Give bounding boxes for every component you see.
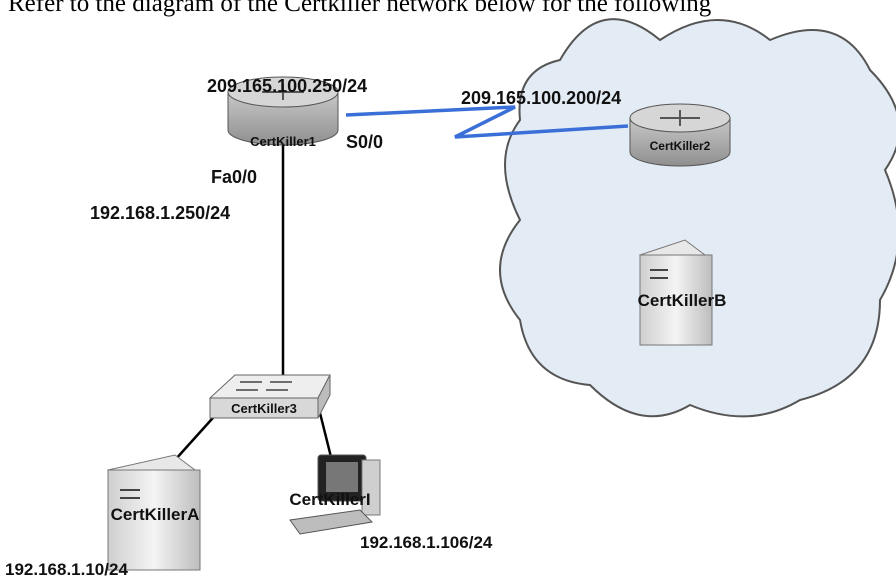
wan-serial-link: [345, 105, 629, 139]
router1-serial-iface: S0/0: [346, 132, 383, 152]
pc-ip: 192.168.1.106/24: [360, 533, 493, 552]
router1-fa-iface: Fa0/0: [211, 167, 257, 187]
server-certkillerA[interactable]: [106, 454, 201, 571]
switch-name: CertKiller3: [231, 401, 297, 416]
switch-certkiller3[interactable]: [208, 374, 331, 419]
serverA-ip: 192.168.1.10/24: [5, 560, 128, 579]
serverA-name: CertKillerA: [111, 505, 200, 524]
router1-name: CertKiller1: [250, 134, 316, 149]
switch-arrows-icon: [236, 381, 292, 391]
router-certkiller2[interactable]: [629, 103, 731, 167]
router-arrows-icon: [660, 110, 700, 126]
router1-ip-top: 209.165.100.250/24: [207, 76, 367, 96]
serverB-name: CertKillerB: [638, 291, 727, 310]
pc-name: CertKillerI: [289, 490, 370, 509]
internet-cloud: [499, 18, 896, 418]
pc-certkillerI[interactable]: [289, 454, 381, 535]
router2-ip: 209.165.100.200/24: [461, 88, 621, 108]
router2-name: CertKiller2: [650, 139, 711, 153]
diagram-caption: Refer to the diagram of the Certkiller n…: [8, 0, 712, 17]
router1-fa-ip: 192.168.1.250/24: [90, 203, 230, 223]
server-certkillerB[interactable]: [638, 239, 713, 346]
router-certkiller1[interactable]: [227, 76, 339, 146]
router-arrows-icon: [262, 84, 304, 100]
